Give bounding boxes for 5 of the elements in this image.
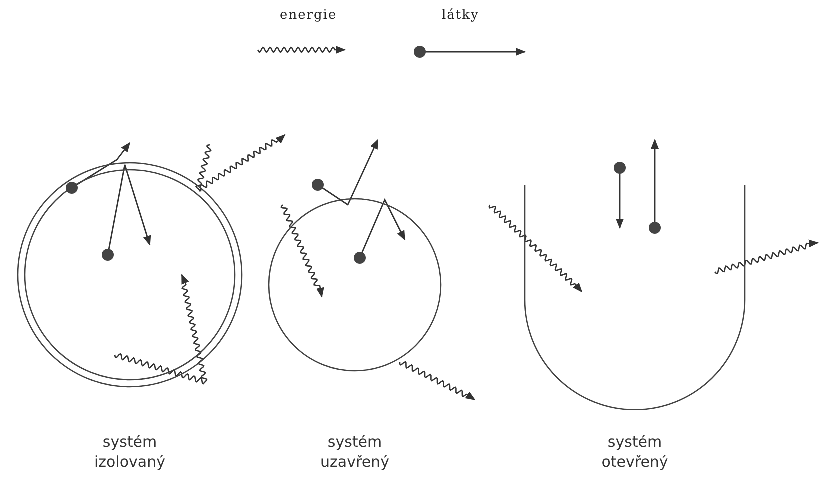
legend-label: energie — [280, 8, 338, 23]
system-label: systém uzavřený — [320, 432, 390, 472]
system-label: systém izolovaný — [93, 432, 166, 472]
legend-label: látky — [442, 8, 480, 23]
system-label: systém otevřený — [600, 432, 670, 472]
